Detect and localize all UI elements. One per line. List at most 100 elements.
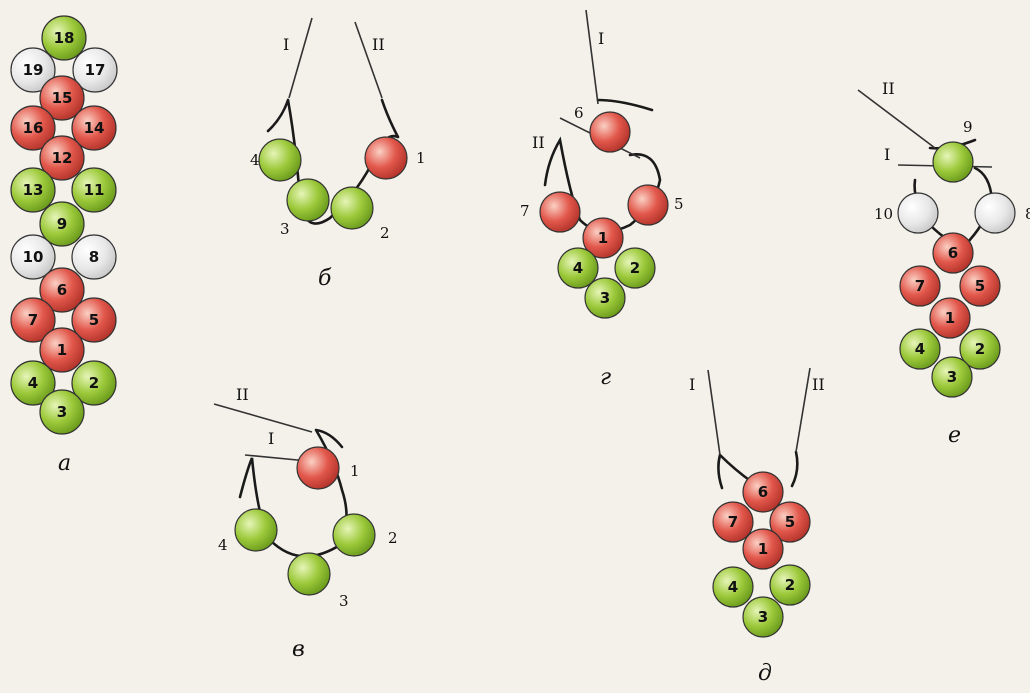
bead-number: 15	[52, 89, 73, 107]
bead-number: 2	[785, 576, 795, 594]
bead-a-9: 9	[39, 201, 85, 247]
white-bead-icon	[10, 47, 56, 93]
bead-number: 13	[23, 181, 44, 199]
bead-b-3: 3	[280, 178, 330, 238]
green-bead-icon	[39, 201, 85, 247]
bead-number: 5	[674, 195, 684, 213]
green-bead-icon	[742, 596, 784, 638]
bead-a-15: 15	[39, 75, 85, 121]
green-bead-icon	[899, 328, 941, 370]
bead-v-2: 2	[332, 513, 398, 557]
bead-e-7: 7	[899, 265, 941, 307]
bead-number: 6	[574, 104, 584, 122]
bead-number: 4	[915, 340, 925, 358]
needle-labels: I II II I I II I II II I	[236, 29, 895, 448]
green-bead-icon	[71, 360, 117, 406]
bead-a-5: 5	[71, 297, 117, 343]
bead-a-4: 4	[10, 360, 56, 406]
red-bead-icon	[539, 191, 581, 233]
bead-number: 8	[89, 248, 99, 266]
green-bead-icon	[10, 167, 56, 213]
bead-g-7: 7	[520, 191, 581, 233]
bead-e-2: 2	[959, 328, 1001, 370]
green-bead-icon	[287, 552, 331, 596]
green-bead-icon	[959, 328, 1001, 370]
panel-label-g: г	[600, 365, 611, 390]
bead-e-8: 8	[974, 192, 1030, 234]
panel-label-a: а	[58, 451, 71, 476]
green-bead-icon	[332, 513, 376, 557]
bead-e-3: 3	[931, 356, 973, 398]
panel-d-threads	[707, 367, 811, 490]
green-bead-icon	[769, 564, 811, 606]
bead-number: 1	[57, 341, 67, 359]
bead-number: 4	[250, 151, 260, 169]
bead-g-5: 5	[627, 184, 684, 226]
bead-number: 3	[758, 608, 768, 626]
green-bead-icon	[39, 389, 85, 435]
bead-number: 12	[52, 149, 73, 167]
bead-number: 1	[758, 540, 768, 558]
needle-label-b-right: II	[372, 35, 385, 54]
needle-label-v-mid: I	[268, 429, 274, 448]
bead-number: 14	[84, 119, 105, 137]
bead-number: 4	[28, 374, 38, 392]
bead-a-7: 7	[10, 297, 56, 343]
bead-number: 6	[948, 244, 958, 262]
bead-a-18: 18	[41, 15, 87, 61]
red-bead-icon	[929, 297, 971, 339]
red-bead-icon	[742, 471, 784, 513]
panel-label-e: е	[948, 423, 961, 448]
white-bead-icon	[974, 192, 1016, 234]
bead-number: 4	[218, 536, 228, 554]
green-bead-icon	[712, 566, 754, 608]
green-bead-icon	[330, 186, 374, 230]
bead-number: 19	[23, 61, 44, 79]
bead-number: 1	[416, 149, 426, 167]
green-bead-icon	[614, 247, 656, 289]
green-bead-icon	[234, 508, 278, 552]
bead-number: 9	[57, 215, 67, 233]
red-bead-icon	[39, 267, 85, 313]
needle-label-g-side: II	[532, 133, 545, 152]
bead-d-4: 4	[712, 566, 754, 608]
bead-a-2: 2	[71, 360, 117, 406]
bead-d-6: 6	[742, 471, 784, 513]
red-bead-icon	[712, 501, 754, 543]
bead-number: 5	[975, 277, 985, 295]
bead-number: 18	[54, 29, 75, 47]
bead-number: 3	[57, 403, 67, 421]
bead-g-2: 2	[614, 247, 656, 289]
bead-a-19: 19	[10, 47, 56, 93]
bead-g-1: 1	[582, 217, 624, 259]
bead-a-1: 1	[39, 327, 85, 373]
bead-a-17: 17	[72, 47, 118, 93]
bead-a-6: 6	[39, 267, 85, 313]
red-bead-icon	[627, 184, 669, 226]
bead-g-6: 6	[574, 104, 631, 153]
panel-label-v: в	[292, 637, 305, 662]
bead-number: 2	[975, 340, 985, 358]
bead-a-10: 10	[10, 234, 56, 280]
bead-e-10: 10	[874, 192, 939, 234]
bead-number: 10	[874, 205, 893, 223]
bead-number: 4	[728, 578, 738, 596]
panel-label-b: б	[318, 266, 332, 291]
bead-number: 16	[23, 119, 44, 137]
bead-number: 6	[758, 483, 768, 501]
bead-e-1: 1	[929, 297, 971, 339]
red-bead-icon	[959, 265, 1001, 307]
red-bead-icon	[296, 446, 340, 490]
bead-number: 2	[380, 224, 390, 242]
red-bead-icon	[364, 136, 408, 180]
bead-number: 2	[388, 529, 398, 547]
bead-d-3: 3	[742, 596, 784, 638]
bead-a-16: 16	[10, 105, 56, 151]
bead-b-4: 4	[250, 138, 302, 182]
bead-a-12: 12	[39, 135, 85, 181]
white-bead-icon	[72, 47, 118, 93]
bead-number: 7	[28, 311, 38, 329]
bead-number: 11	[84, 181, 105, 199]
